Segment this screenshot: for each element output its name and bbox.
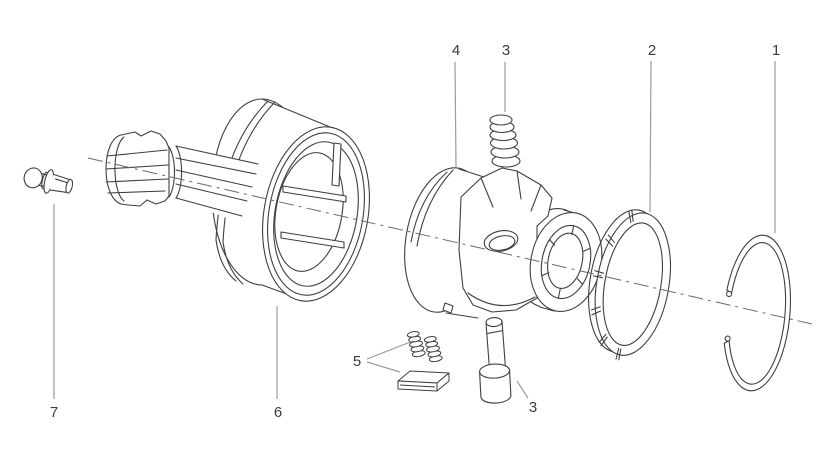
end-cap-face-arc [114,136,125,202]
yoke-facet-line [516,170,522,200]
spline-shaft-top-edge [175,145,259,165]
callout-label-3-bottom: 3 [529,399,537,416]
collar-yoke-assembly-part [404,167,603,319]
drum-band-line [222,101,276,285]
flute-line [105,178,169,183]
tabbed-ring-part [588,209,671,361]
yoke-oval-hole-inner [488,235,516,251]
grease-fitting-part [23,167,74,194]
snap-ring-wire [723,234,792,392]
shaft-step-arc [175,145,183,199]
shaft-hub-collar-part [105,98,370,302]
centerline [87,157,813,325]
hub-spline-bore [540,224,592,300]
detent-spring-part [489,114,521,168]
springs-and-key-part [397,331,450,392]
spline-shaft-bottom-edge [175,197,243,217]
yoke-facet-line [530,184,542,212]
spline-line [175,157,257,175]
flute-line [107,190,166,194]
spline-line [175,169,253,188]
spring-coil [489,114,513,126]
snap-ring-eye [724,335,731,342]
key-part [397,370,450,392]
drum-mouth-rim [267,132,365,296]
snap-ring-eye [726,290,733,298]
pin-base-bottom [480,394,512,404]
leader-lines [53,60,776,399]
drum-inner-wall [274,152,344,272]
leader-line-5b [366,361,401,373]
small-spring-b [423,336,443,363]
callout-label-7: 7 [50,404,58,421]
callout-label-2: 2 [648,42,656,59]
leader-line-3-bottom [516,380,529,399]
spline-line [175,183,248,202]
callout-label-6: 6 [274,404,282,421]
ring-inner-edge [602,222,663,346]
shaft-step-arc [168,146,176,198]
drum-slot-bar [331,142,342,187]
small-spring-a [406,331,426,358]
drum-cross-bar [282,185,347,203]
leader-line-5a [366,340,414,360]
callout-label-5: 5 [353,353,361,370]
detent-pin-part [479,316,512,404]
drum-band-line [215,100,269,282]
fitting-stem-end [65,178,74,194]
yoke-facet-line [480,177,494,208]
callout-label-1: 1 [772,42,780,59]
ring-tabs [590,209,634,361]
spline-shaft-body [176,146,256,228]
callout-label-4: 4 [452,42,460,59]
callout-label-3-top: 3 [502,42,510,59]
sleeve-band-line [410,171,448,243]
sleeve-band-line [416,169,454,247]
yoke-lower-arc [467,292,536,307]
drum-cross-bar [280,231,345,249]
sleeve-bottom-tab [442,302,454,314]
callout-labels: 1 2 3 4 5 6 7 3 [50,42,780,421]
pin-top [485,316,503,328]
fluted-end-cap [105,130,170,207]
leader-line-2 [649,60,652,213]
snap-ring-part [723,234,792,392]
flute-line [105,164,169,170]
flute-line [106,149,168,157]
leader-line-4 [454,61,457,168]
